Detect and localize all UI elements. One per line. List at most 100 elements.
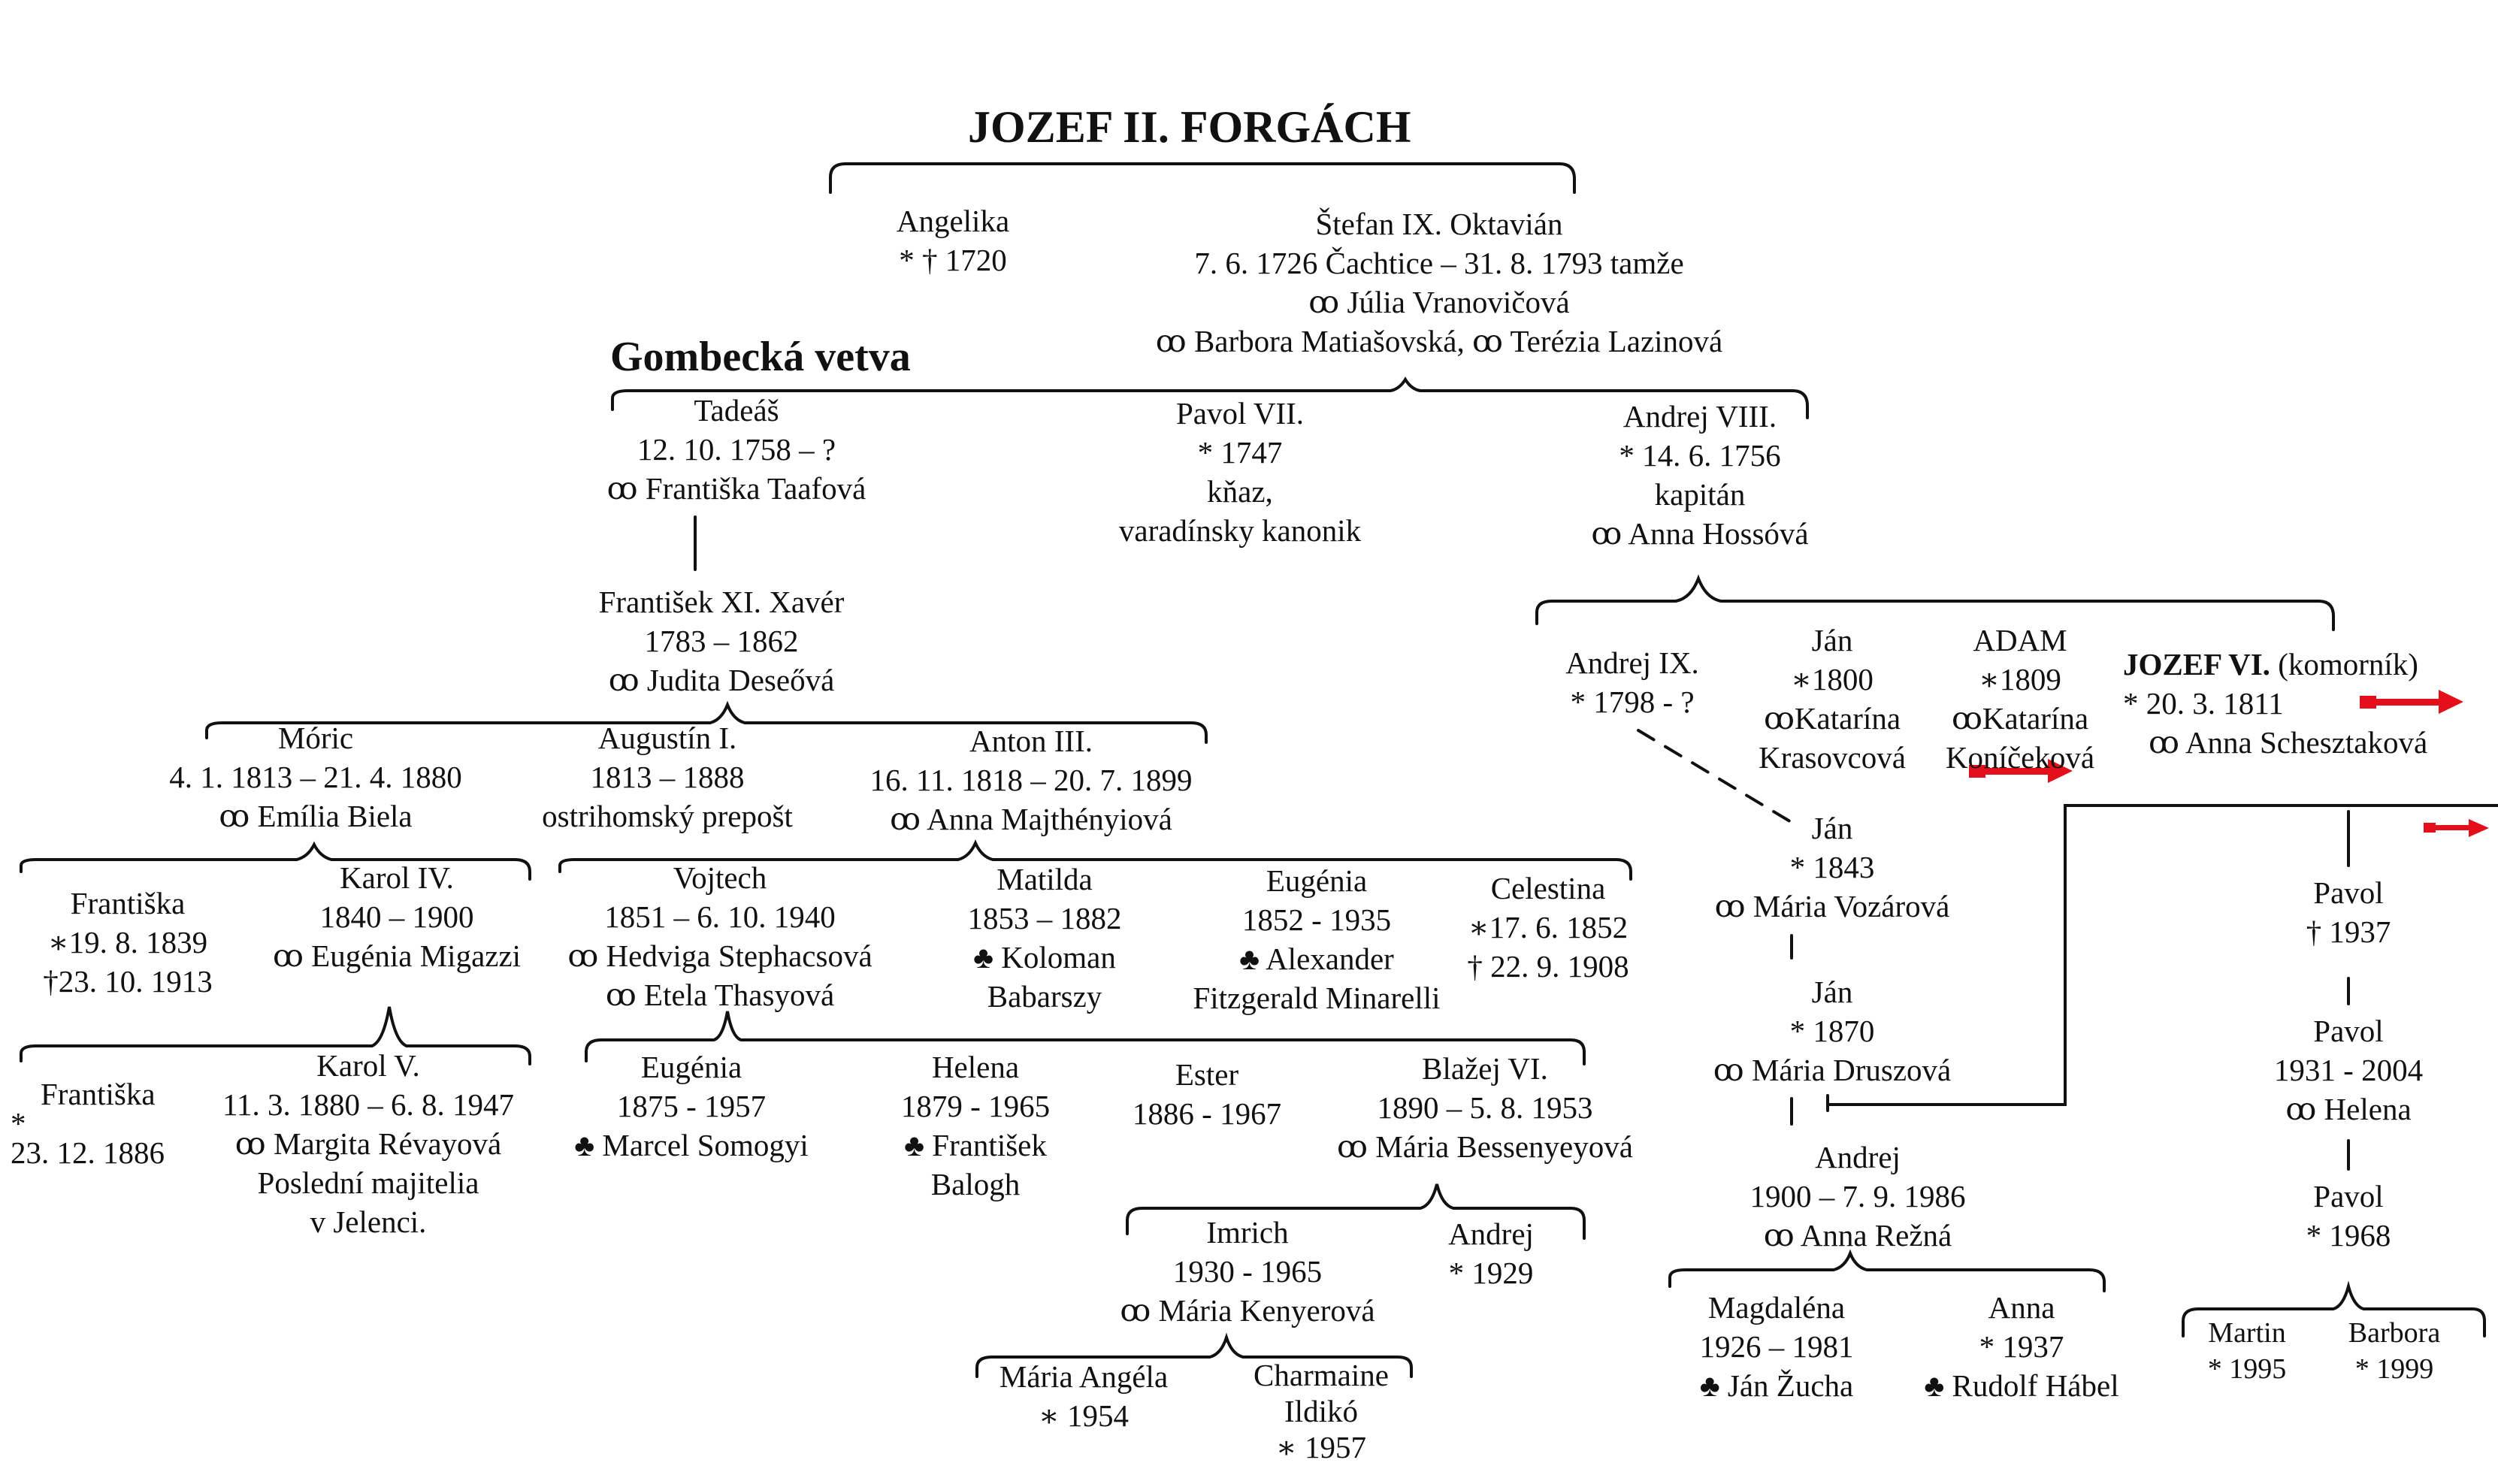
person-ester: Ester 1886 - 1967: [1133, 1055, 1281, 1133]
person-dates: 11. 3. 1880 – 6. 8. 1947: [222, 1087, 514, 1122]
person-vojtech: Vojtech 1851 – 6. 10. 1940 ꝏ Hedviga Ste…: [567, 858, 872, 1014]
person-name: Mária Angéla: [999, 1359, 1169, 1394]
person-dates: 1853 – 1882: [967, 901, 1122, 935]
brace-stefan-children: [611, 376, 1809, 419]
person-name: Blažej VI.: [1422, 1051, 1548, 1086]
person-magdalena: Magdaléna 1926 – 1981 ♣ Ján Žucha: [1700, 1288, 1854, 1405]
person-dates: ∗1809: [1979, 662, 2061, 697]
person-spouse: ꝏ Etela Thasyová: [605, 978, 835, 1012]
person-name: JOZEF VI.: [2123, 647, 2270, 682]
person-jan-1843: Ján * 1843 ꝏ Mária Vozárová: [1715, 808, 1950, 926]
person-note: varadínsky kanonik: [1118, 513, 1362, 548]
person-name: Karol IV.: [340, 860, 454, 895]
person-name: Pavol: [2313, 875, 2384, 910]
person-dates: 1783 – 1862: [644, 624, 799, 658]
person-frantisek-xi: František XI. Xavér 1783 – 1862 ꝏ Judita…: [599, 582, 845, 700]
person-spouse: ꝏ Helena: [2285, 1092, 2412, 1126]
person-name: Martin: [2208, 1317, 2286, 1349]
person-name: Angelika: [896, 204, 1010, 238]
person-dates: 1840 – 1900: [319, 899, 474, 934]
arrow-right-edge-icon: [2424, 819, 2489, 837]
person-moric: Móric 4. 1. 1813 – 21. 4. 1880 ꝏ Emília …: [169, 718, 462, 836]
person-name: Charmaine: [1254, 1358, 1389, 1392]
person-dates: 1813 – 1888: [590, 760, 745, 794]
person-dates: 1931 - 2004: [2273, 1053, 2424, 1087]
person-name: Františka: [41, 1077, 156, 1111]
brace-frantisek-children: [205, 700, 1208, 744]
person-note: Poslední majitelia: [257, 1165, 479, 1200]
person-barbora: Barbora * 1999: [2348, 1315, 2440, 1387]
person-spouse: ♣ Ján Žucha: [1699, 1368, 1854, 1403]
person-frantiska-1886: Františka * 23. 12. 1886: [11, 1074, 165, 1172]
person-dates: 1890 – 5. 8. 1953: [1377, 1090, 1593, 1125]
person-spouse: ꝏ Eugénia Migazzi: [272, 938, 522, 973]
person-dates: 4. 1. 1813 – 21. 4. 1880: [169, 760, 462, 794]
person-dates: * 14. 6. 1756: [1619, 438, 1781, 473]
page-title: JOZEF II. FORGÁCH: [968, 102, 1411, 152]
person-dates: * 1929: [1448, 1256, 1534, 1290]
person-name: Ján: [1811, 623, 1853, 657]
person-note: v Jelenci.: [310, 1204, 427, 1239]
person-dates: 1851 – 6. 10. 1940: [604, 899, 836, 934]
person-dates: *: [11, 1106, 26, 1141]
person-name: Celestina: [1490, 871, 1606, 905]
person-dates: * 1798 - ?: [1570, 685, 1695, 719]
person-dates: 1900 – 7. 9. 1986: [1750, 1179, 1966, 1213]
person-spouse: ꝏKatarína: [1763, 701, 1901, 736]
person-spouse: ꝏ Anna Majthényiová: [890, 802, 1172, 836]
person-dates: ∗17. 6. 1852: [1468, 910, 1629, 945]
person-name: Anna: [1988, 1290, 2055, 1325]
person-name: Andrej VIII.: [1622, 399, 1777, 434]
person-spouse: ꝏ Judita Deseővá: [608, 663, 835, 697]
person-spouse: ♣ Koloman: [973, 940, 1116, 975]
person-karol-iv: Karol IV. 1840 – 1900 ꝏ Eugénia Migazzi: [273, 858, 521, 975]
person-name: Anton III.: [969, 724, 1093, 758]
person-spouse: ꝏ Mária Vozárová: [1714, 889, 1950, 923]
person-helena: Helena 1879 - 1965 ♣ František Balogh: [901, 1047, 1050, 1204]
person-spouse: Fitzgerald Minarelli: [1193, 981, 1441, 1015]
person-name: ADAM: [1973, 623, 2067, 657]
person-andrej-viii: Andrej VIII. * 14. 6. 1756 kapitán ꝏ Ann…: [1591, 397, 1808, 553]
person-spouse: ꝏ Margita Révayová: [234, 1126, 502, 1161]
person-dates: * 1747: [1197, 435, 1283, 470]
brace-jozef-children: [829, 162, 1576, 194]
person-pavol-1931: Pavol 1931 - 2004 ꝏ Helena: [2274, 1011, 2423, 1129]
person-jozef-vi: JOZEF VI. (komorník) * 20. 3. 1811 ꝏ Ann…: [2123, 645, 2427, 762]
person-martin: Martin * 1995: [2208, 1315, 2287, 1387]
branch-label: Gombecká vetva: [610, 334, 911, 380]
person-dates: 1879 - 1965: [900, 1089, 1051, 1123]
person-spouse: ꝏ Mária Druszová: [1713, 1053, 1952, 1087]
person-dates: † 1937: [2306, 914, 2391, 949]
person-andrej-ix: Andrej IX. * 1798 - ?: [1565, 643, 1699, 721]
person-dates: ∗ 1957: [1275, 1430, 1367, 1464]
person-name: Eugénia: [640, 1050, 742, 1084]
person-name: Ján: [1811, 811, 1853, 845]
person-spouse: ꝏKatarína: [1951, 701, 2089, 736]
person-spouse: ♣ Marcel Somogyi: [574, 1128, 809, 1162]
person-celestina: Celestina ∗17. 6. 1852 † 22. 9. 1908: [1467, 869, 1629, 986]
person-spouses: ꝏ Barbora Matiašovská, ꝏ Terézia Lazinov…: [1155, 324, 1723, 358]
person-andrej-1929: Andrej * 1929: [1448, 1214, 1534, 1292]
person-dates: 1886 - 1967: [1132, 1096, 1282, 1131]
person-dates: † 22. 9. 1908: [1467, 949, 1629, 984]
person-name: Magdaléna: [1707, 1290, 1846, 1325]
person-matilda: Matilda 1853 – 1882 ♣ Koloman Babarszy: [968, 860, 1122, 1016]
person-name: Imrich: [1206, 1215, 1289, 1250]
person-dates: 7. 6. 1726 Čachtice – 31. 8. 1793 tamže: [1194, 246, 1684, 280]
person-dates: 16. 11. 1818 – 20. 7. 1899: [869, 763, 1193, 797]
person-anton-iii: Anton III. 16. 11. 1818 – 20. 7. 1899 ꝏ …: [870, 721, 1193, 839]
person-note: (komorník): [2270, 647, 2418, 682]
person-spouse: ꝏ Anna Hossóvá: [1591, 516, 1809, 551]
person-note: ostrihomský prepošt: [542, 799, 793, 833]
person-name: Pavol: [2313, 1179, 2384, 1213]
person-dates: * 1937: [1979, 1329, 2064, 1364]
person-pavol-1968: Pavol * 1968: [2306, 1177, 2391, 1255]
person-adam: ADAM ∗1809 ꝏKatarína Koníčeková: [1946, 621, 2094, 777]
person-spouse: ꝏ Františka Taafová: [606, 471, 866, 506]
person-name: Pavol VII.: [1175, 396, 1305, 431]
person-dates: ∗19. 8. 1839: [47, 925, 208, 960]
person-note: kapitán: [1654, 477, 1746, 512]
person-dates: 1875 - 1957: [616, 1089, 767, 1123]
person-dates: 1930 - 1965: [1172, 1254, 1323, 1289]
brace-andrej-children: [1668, 1249, 2106, 1292]
